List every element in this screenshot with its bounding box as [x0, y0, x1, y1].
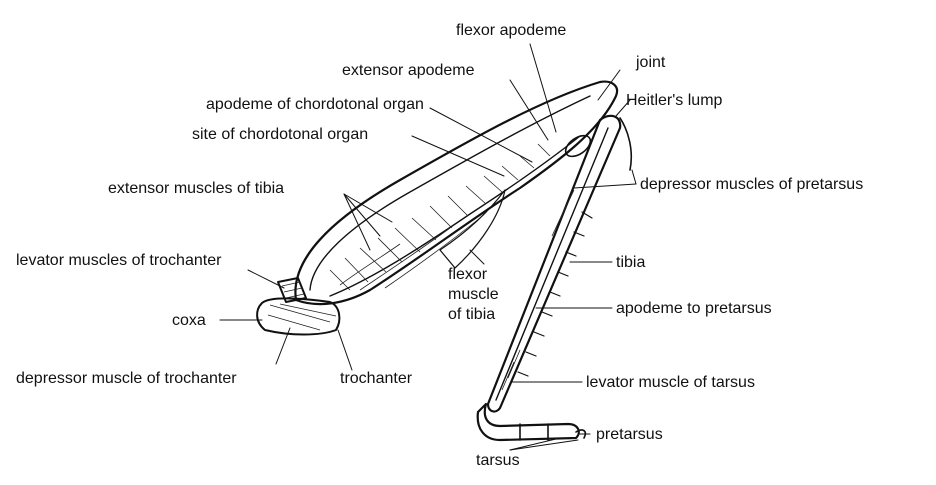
- label-depressor-trochanter: depressor muscle of trochanter: [16, 370, 237, 388]
- label-site-chordotonal: site of chordotonal organ: [192, 126, 368, 144]
- label-extensor-tibia: extensor muscles of tibia: [108, 180, 284, 198]
- label-flexor-apodeme: flexor apodeme: [456, 22, 566, 40]
- label-flexor-muscle-line3: of tibia: [448, 306, 495, 324]
- label-flexor-muscle-line2: muscle: [448, 286, 499, 304]
- tibia-shape: [488, 116, 631, 412]
- label-apodeme-chordotonal: apodeme of chordotonal organ: [206, 96, 424, 114]
- label-extensor-apodeme: extensor apodeme: [342, 62, 475, 80]
- label-pretarsus: pretarsus: [596, 426, 663, 444]
- label-levator-trochanter: levator muscles of trochanter: [16, 252, 221, 270]
- label-heitlers-lump: Heitler's lump: [626, 92, 722, 110]
- label-tarsus: tarsus: [476, 452, 520, 470]
- label-coxa: coxa: [172, 312, 206, 330]
- label-joint: joint: [636, 54, 665, 72]
- label-apodeme-pretarsus: apodeme to pretarsus: [616, 300, 772, 318]
- label-depressor-pretarsus: depressor muscles of pretarsus: [640, 176, 863, 194]
- tarsus-shape: [478, 404, 586, 440]
- label-tibia: tibia: [616, 254, 645, 272]
- label-trochanter: trochanter: [340, 370, 412, 388]
- label-flexor-muscle-line1: flexor: [448, 266, 487, 284]
- label-levator-tarsus: levator muscle of tarsus: [586, 374, 755, 392]
